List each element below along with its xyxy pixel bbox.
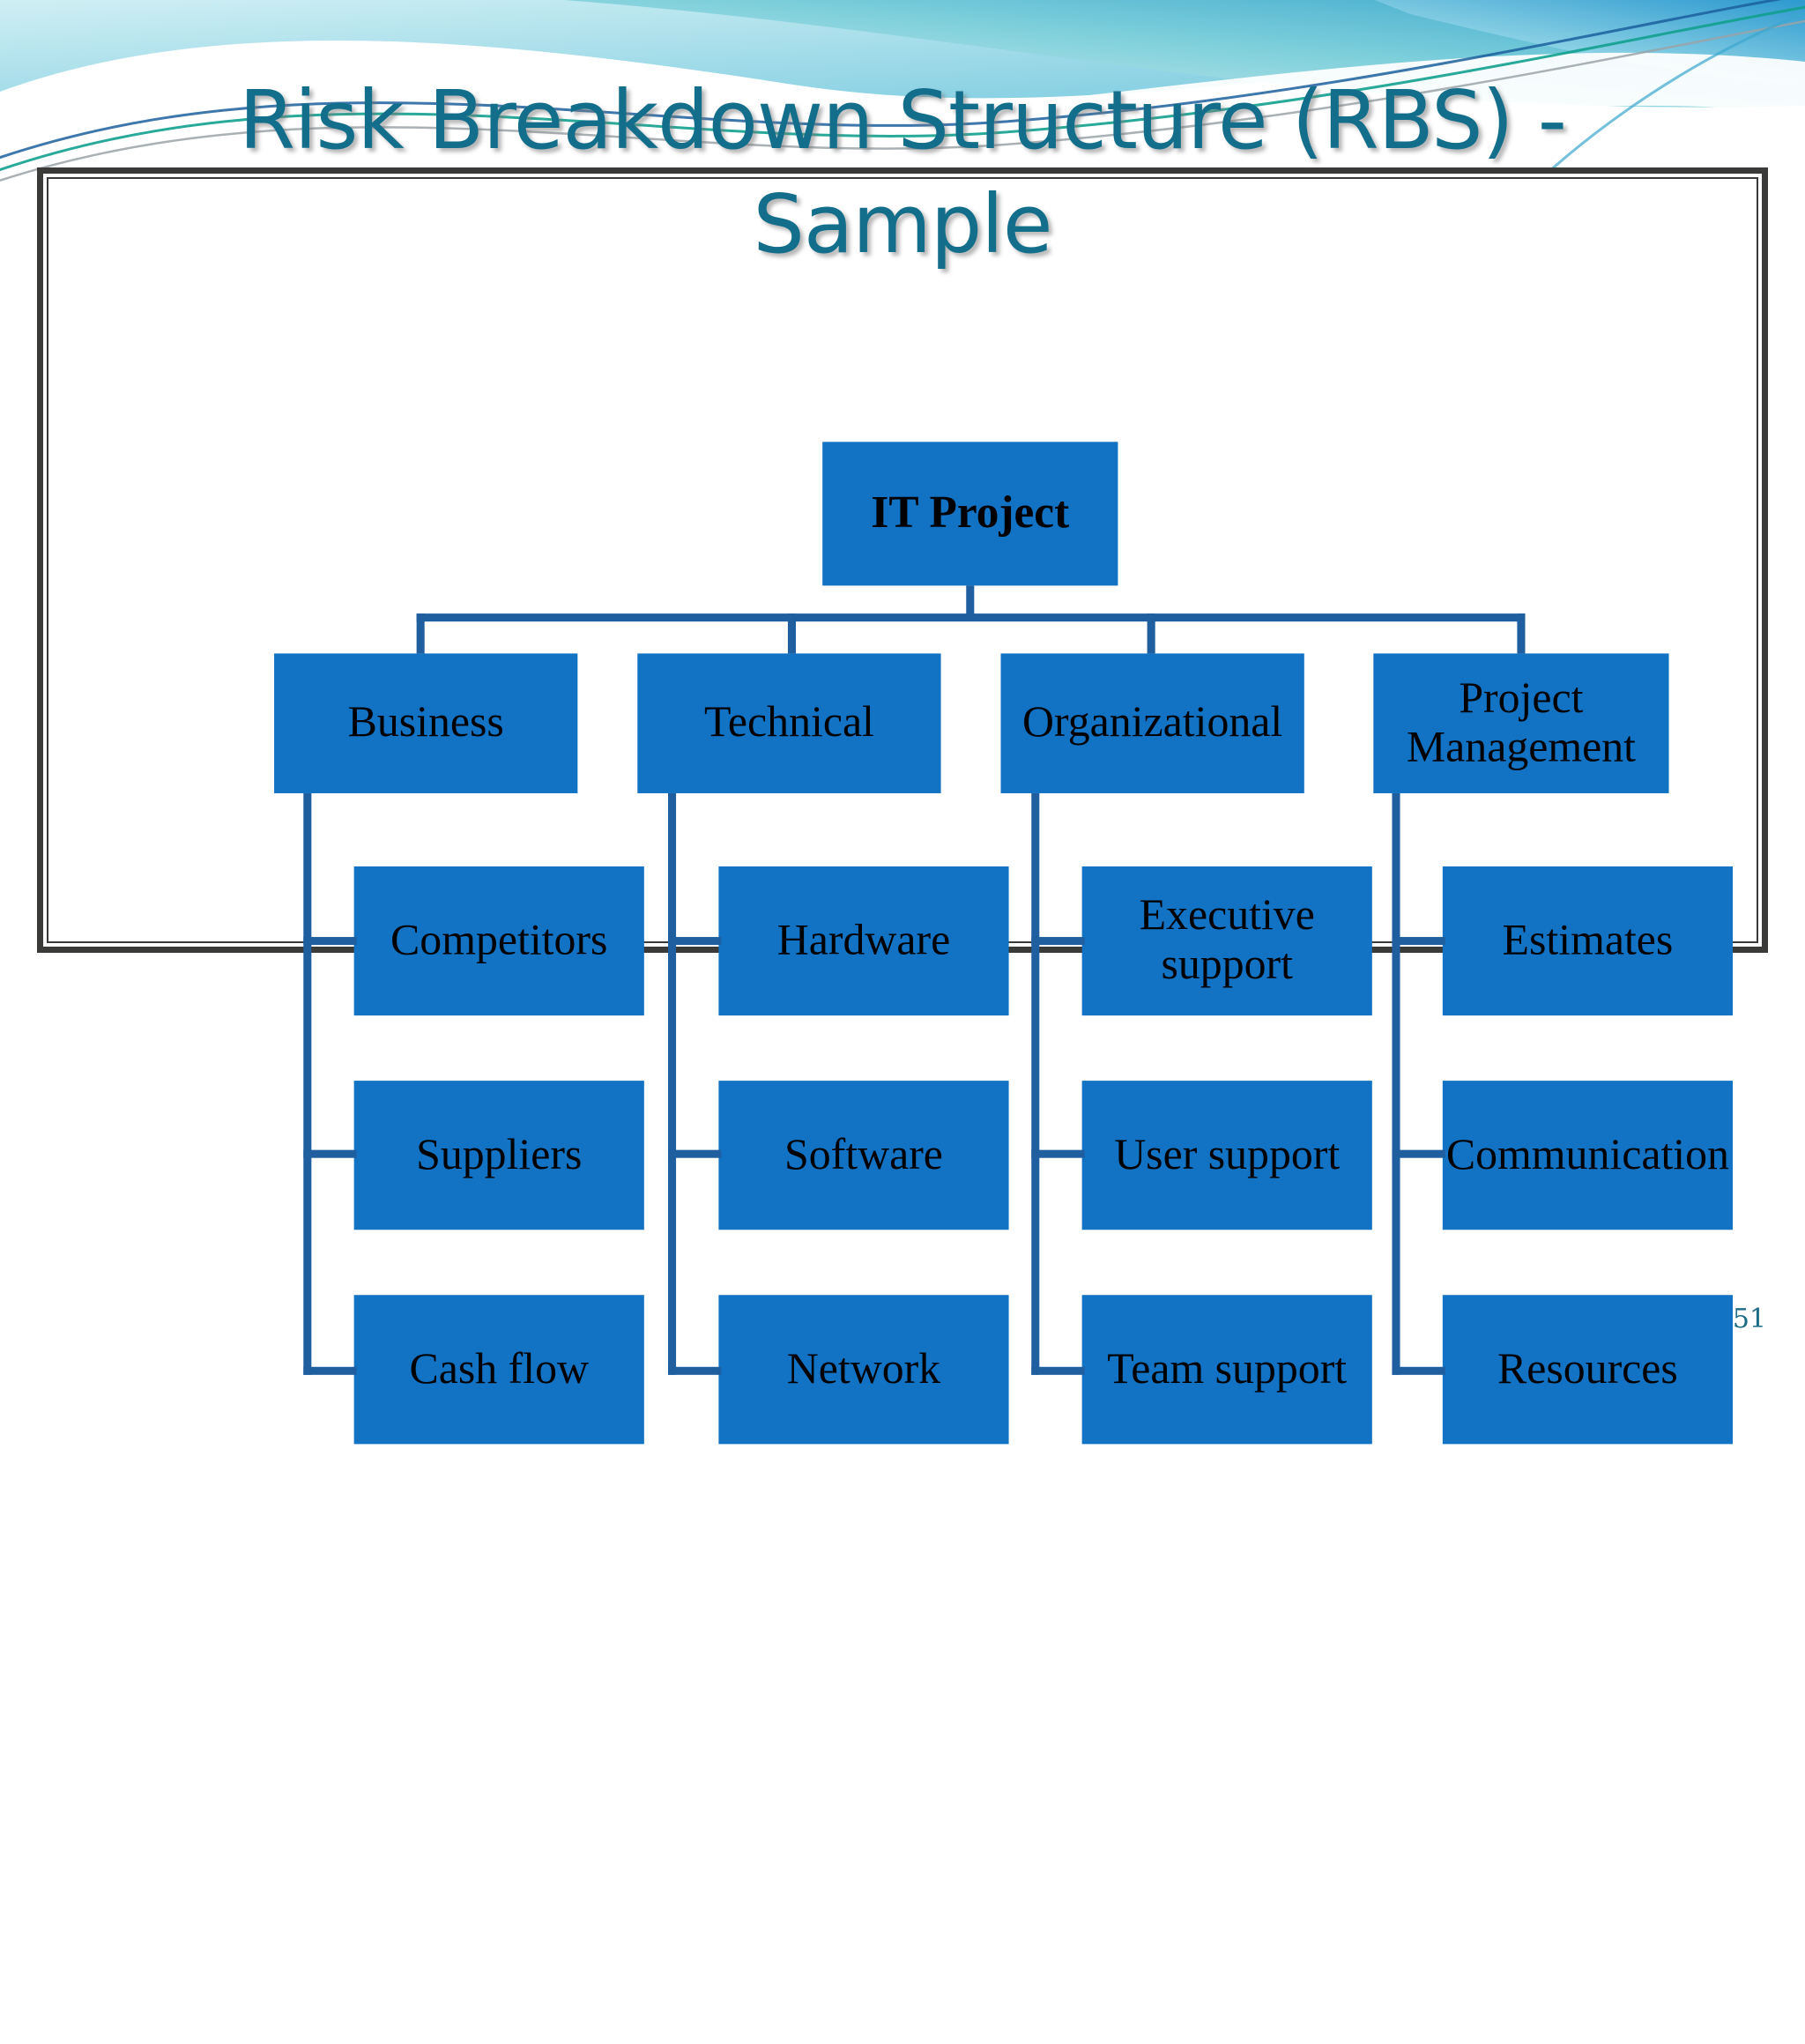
connector-drop-project-management bbox=[1517, 613, 1526, 654]
connector-drop-organizational bbox=[1147, 613, 1155, 654]
connector-elbow-network bbox=[668, 1366, 722, 1375]
node-organizational[interactable]: Organizational bbox=[1000, 653, 1304, 793]
node-software[interactable]: Software bbox=[718, 1081, 1009, 1230]
node-competitors[interactable]: Competitors bbox=[353, 866, 644, 1016]
connector-elbow-competitors bbox=[303, 937, 357, 946]
connector-drop-business bbox=[416, 613, 425, 654]
node-it-project[interactable]: IT Project bbox=[822, 442, 1118, 586]
node-user-support[interactable]: User support bbox=[1081, 1081, 1372, 1230]
node-communication[interactable]: Communication bbox=[1442, 1081, 1734, 1230]
connector-elbow-estimates bbox=[1392, 937, 1445, 946]
page-title: Risk Breakdown Structure (RBS) - Sample bbox=[239, 73, 1567, 271]
connector-level1-bus bbox=[416, 613, 1526, 622]
connector-elbow-hardware bbox=[668, 937, 722, 946]
node-hardware[interactable]: Hardware bbox=[718, 866, 1009, 1016]
connector-root-stem bbox=[966, 585, 975, 618]
node-business[interactable]: Business bbox=[274, 653, 578, 793]
node-resources[interactable]: Resources bbox=[1442, 1295, 1734, 1445]
connector-elbow-suppliers bbox=[303, 1149, 357, 1158]
connector-elbow-resources bbox=[1392, 1366, 1445, 1375]
connector-rail-organizational bbox=[1031, 792, 1040, 1375]
node-suppliers[interactable]: Suppliers bbox=[353, 1081, 644, 1230]
node-technical[interactable]: Technical bbox=[637, 653, 941, 793]
connector-rail-business bbox=[303, 792, 312, 1375]
node-network[interactable]: Network bbox=[718, 1295, 1009, 1445]
node-estimates[interactable]: Estimates bbox=[1442, 866, 1734, 1016]
node-team-support[interactable]: Team support bbox=[1081, 1295, 1372, 1445]
connector-elbow-software bbox=[668, 1149, 722, 1158]
connector-elbow-user-support bbox=[1031, 1149, 1085, 1158]
connector-drop-technical bbox=[787, 613, 796, 654]
page-number: 51 bbox=[1732, 1304, 1766, 1334]
connector-rail-technical bbox=[668, 792, 677, 1375]
node-executive-support[interactable]: Executive support bbox=[1081, 866, 1372, 1016]
connector-rail-project-management bbox=[1392, 792, 1400, 1375]
connector-elbow-executive-support bbox=[1031, 937, 1085, 946]
node-cash-flow[interactable]: Cash flow bbox=[353, 1295, 644, 1445]
connector-elbow-communication bbox=[1392, 1149, 1445, 1158]
connector-elbow-team-support bbox=[1031, 1366, 1085, 1375]
connector-elbow-cash-flow bbox=[303, 1366, 357, 1375]
node-project-management[interactable]: Project Management bbox=[1373, 653, 1669, 793]
